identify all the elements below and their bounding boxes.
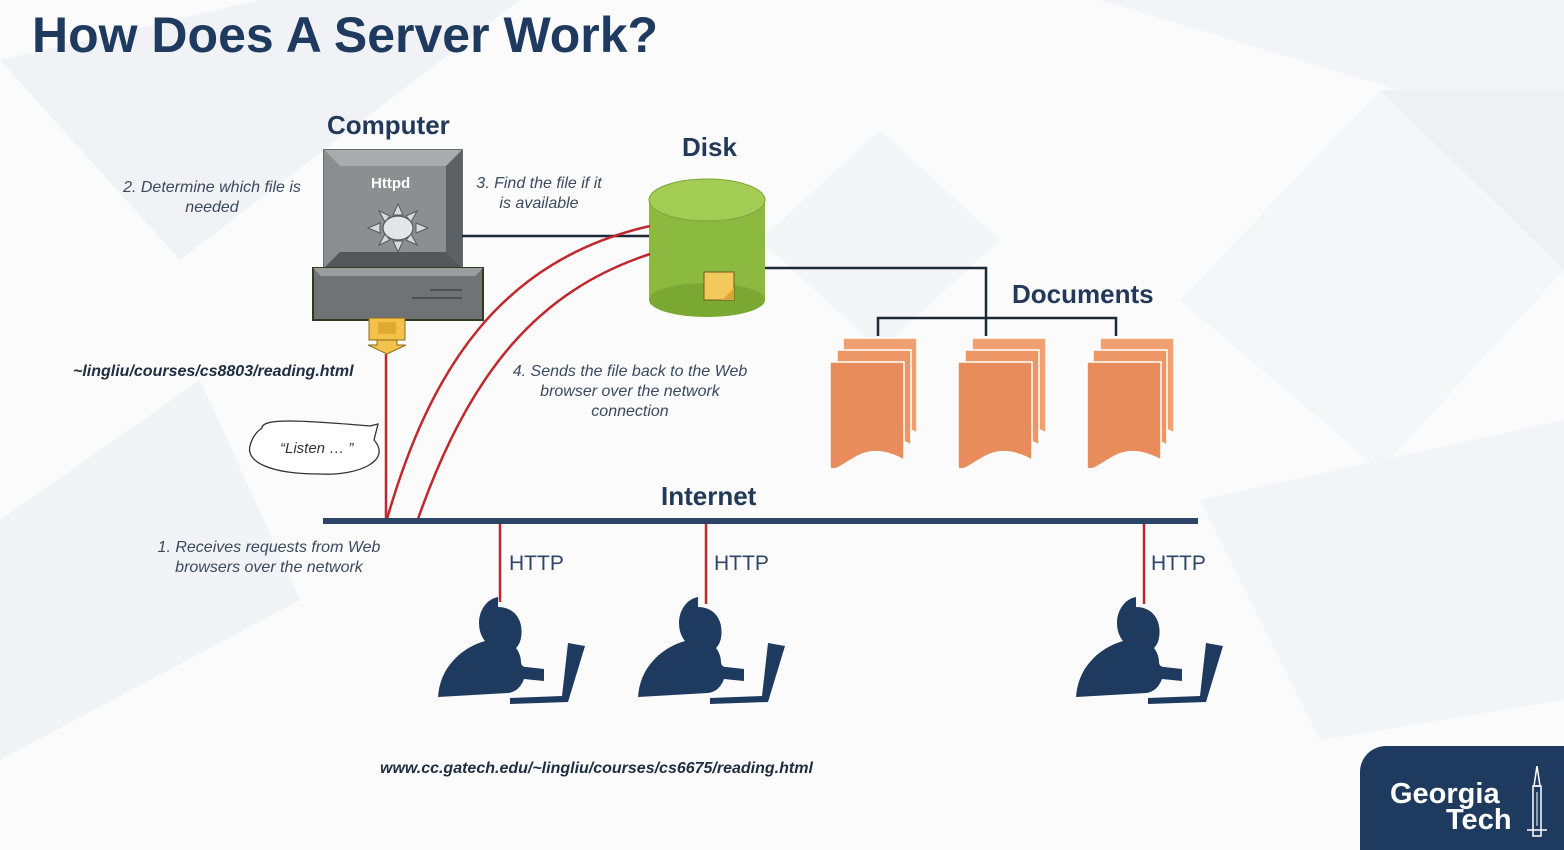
internet-bus [323, 518, 1198, 524]
step-2-note: 2. Determine which file is needed [123, 179, 301, 216]
documents-stack-3 [1086, 337, 1175, 470]
logo-line-georgia: Georgia [1390, 778, 1500, 810]
request-url: www.cc.gatech.edu/~lingliu/courses/cs667… [380, 760, 813, 777]
documents-stack-1 [829, 337, 918, 470]
georgia-tech-logo: Georgia Tech [1360, 746, 1564, 850]
network-port-icon [367, 317, 407, 355]
computer-heading: Computer [327, 110, 450, 140]
listen-speech-bubble [248, 420, 380, 475]
request-response-lines [384, 224, 1146, 604]
http-label-1: HTTP [509, 552, 564, 575]
tech-tower-icon [1527, 766, 1547, 837]
documents-stack-2 [957, 337, 1047, 470]
documents-heading: Documents [1012, 279, 1154, 309]
disk-documents-connector [765, 266, 1118, 336]
logo-line-tech: Tech [1446, 804, 1512, 836]
listen-callout-text: “Listen … ” [280, 440, 354, 457]
local-file-path: ~lingliu/courses/cs8803/reading.html [73, 363, 354, 380]
computer-base [312, 267, 484, 321]
httpd-label: Httpd [371, 175, 411, 192]
internet-heading: Internet [661, 481, 757, 511]
user-silhouette-1 [438, 597, 585, 704]
step-3-note: 3. Find the file if it is available [476, 175, 602, 212]
slide-title: How Does A Server Work? [32, 7, 659, 63]
step-4-note: 4. Sends the file back to the Web browse… [512, 363, 748, 420]
computer-monitor [323, 149, 463, 269]
disk-heading: Disk [682, 132, 737, 162]
http-label-2: HTTP [714, 552, 769, 575]
user-silhouette-2 [638, 597, 785, 704]
disk-file-icon [703, 271, 735, 301]
disk-cylinder [648, 178, 766, 317]
step-1-note: 1. Receives requests from Web browsers o… [157, 539, 381, 576]
httpd-gear-icon [366, 202, 430, 254]
http-label-3: HTTP [1151, 552, 1206, 575]
user-silhouette-3 [1076, 597, 1223, 704]
